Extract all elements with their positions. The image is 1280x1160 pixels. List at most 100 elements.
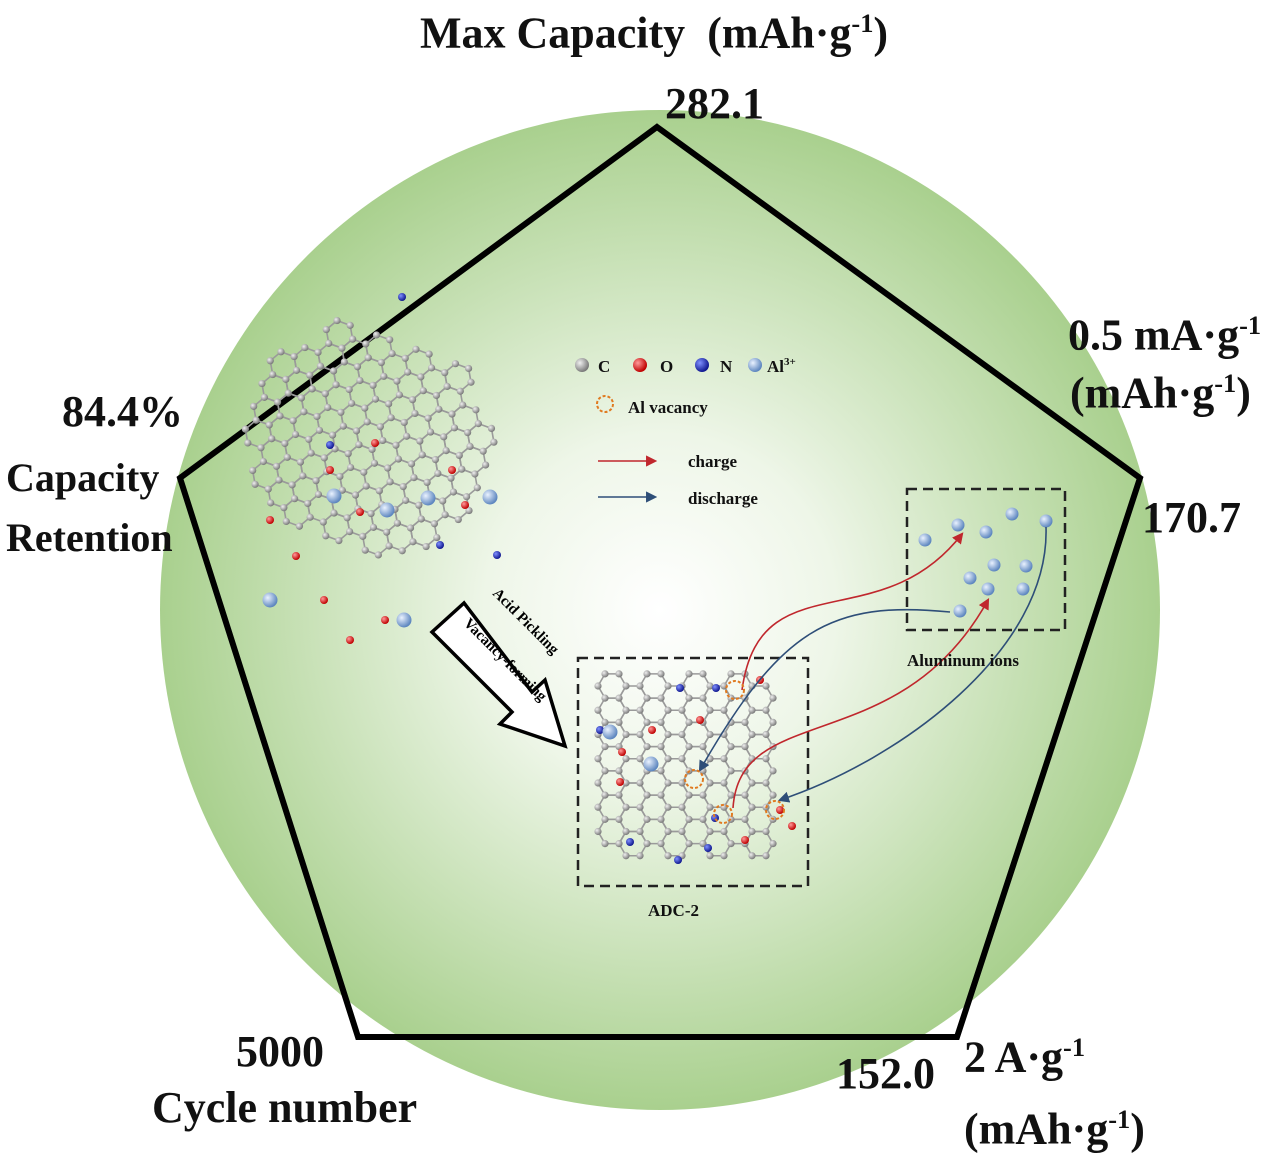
carbon-atom: [685, 791, 693, 799]
carbon-atom: [657, 694, 665, 702]
carbon-atom: [282, 517, 290, 526]
carbon-atom: [434, 469, 442, 477]
carbon-atom: [363, 418, 371, 426]
carbon-atom: [346, 527, 354, 536]
carbon-atom: [432, 391, 441, 400]
aluminum-ion: [979, 525, 993, 539]
carbon-atom: [594, 755, 602, 763]
legend: C O N Al3+ Al vacancy charge discharge: [575, 356, 796, 508]
carbon-atom: [601, 670, 609, 678]
carbon-atom: [643, 743, 651, 751]
carbon-atom: [374, 551, 382, 559]
carbon-atom: [319, 518, 327, 526]
carbon-atom: [762, 779, 770, 787]
carbon-atom: [699, 791, 707, 799]
carbon-atom: [706, 779, 714, 787]
carbon-atom: [393, 377, 401, 385]
carbon-atom: [313, 412, 321, 421]
carbon-atom: [636, 682, 644, 690]
carbon-atom: [741, 743, 749, 751]
left-axis-title-line1: Capacity: [6, 455, 160, 500]
carbon-atom: [329, 431, 337, 439]
carbon-atom: [487, 424, 496, 432]
carbon-atom: [472, 406, 480, 414]
carbon-atom: [643, 718, 651, 726]
carbon-atom: [594, 779, 602, 787]
carbon-atom: [385, 542, 393, 550]
carbon-atom: [643, 670, 651, 678]
carbon-atom: [280, 504, 288, 512]
carbon-atom: [361, 546, 369, 554]
carbon-atom: [664, 803, 672, 811]
carbon-atom: [664, 852, 672, 860]
carbon-atom: [258, 379, 266, 388]
carbon-atom: [415, 501, 423, 509]
carbon-atom: [370, 459, 379, 467]
carbon-atom: [462, 493, 471, 501]
carbon-atom: [380, 372, 388, 380]
carbon-atom: [594, 803, 602, 811]
right-axis-unit: (mAh·g-1): [1070, 370, 1251, 416]
carbon-atom: [306, 513, 314, 521]
carbon-atom: [325, 339, 333, 347]
oxygen-atom: [326, 466, 334, 474]
carbon-atom: [615, 791, 623, 799]
carbon-atom: [282, 375, 290, 383]
left-axis-value: 84.4%: [62, 387, 183, 436]
carbon-atom: [720, 706, 728, 714]
carbon-atom: [359, 532, 367, 540]
carbon-atom: [601, 743, 609, 751]
carbon-atom: [399, 483, 407, 491]
carbon-atom: [348, 399, 356, 407]
carbon-atom: [657, 718, 665, 726]
carbon-atom: [338, 486, 346, 494]
carbon-atom: [347, 463, 355, 472]
carbon-atom: [423, 478, 431, 486]
legend-carbon-label: C: [598, 357, 610, 376]
carbon-atom: [367, 509, 375, 518]
carbon-atom: [706, 852, 714, 860]
carbon-atom: [424, 414, 432, 422]
carbon-atom: [314, 490, 323, 499]
carbon-atom: [594, 706, 602, 714]
carbon-atom: [657, 670, 665, 678]
carbon-atom: [769, 767, 777, 775]
carbon-atom: [685, 718, 693, 726]
carbon-atom: [615, 694, 623, 702]
carbon-atom: [330, 367, 338, 375]
carbon-atom: [727, 670, 735, 678]
carbon-atom: [335, 536, 343, 545]
carbon-atom: [685, 815, 693, 823]
carbon-atom: [727, 791, 735, 799]
carbon-atom: [741, 718, 749, 726]
carbon-atom: [441, 369, 449, 377]
right-title-sup: -1: [1239, 310, 1262, 340]
carbon-atom: [372, 331, 381, 339]
left-axis-title-line2: Retention: [6, 515, 173, 560]
carbon-atom: [664, 682, 672, 690]
carbon-atom: [290, 495, 299, 503]
nitrogen-atom: [493, 551, 501, 559]
aluminum-ion: [1019, 559, 1033, 573]
carbon-atom: [473, 484, 481, 492]
aluminum-atom: [482, 489, 498, 505]
carbon-atom: [297, 394, 306, 402]
carbon-atom: [451, 360, 460, 368]
carbon-atom: [467, 378, 475, 386]
carbon-atom: [769, 694, 777, 702]
oxygen-atom: [266, 516, 274, 524]
carbon-atom: [748, 779, 756, 787]
carbon-atom: [699, 840, 707, 848]
carbon-atom: [355, 441, 363, 449]
carbon-atom: [241, 425, 249, 433]
carbon-atom: [685, 743, 693, 751]
carbon-atom: [304, 499, 312, 508]
carbon-atom: [657, 767, 665, 775]
aluminum-ions: [918, 507, 1053, 618]
carbon-atom: [622, 803, 630, 811]
carbon-atom: [447, 474, 455, 482]
carbon-atom: [748, 706, 756, 714]
carbon-atom: [403, 432, 411, 440]
carbon-atom: [643, 840, 651, 848]
carbon-atom: [615, 840, 623, 848]
